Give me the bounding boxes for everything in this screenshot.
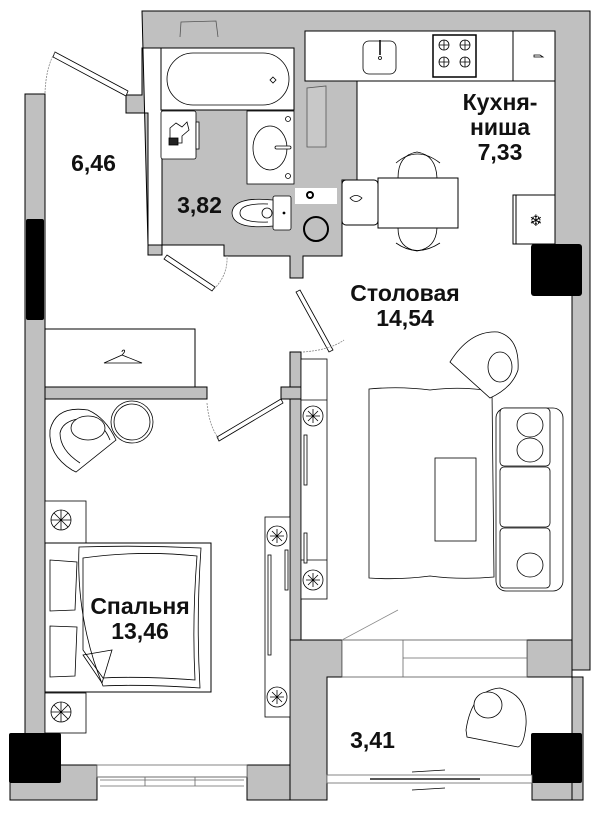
- wardrobe: [44, 328, 196, 388]
- bathtub-icon: [160, 47, 295, 111]
- kitchen-sink-icon: [362, 40, 397, 75]
- room-area: 14,54: [376, 304, 434, 331]
- columns: [9, 219, 582, 783]
- vent-icon: [179, 20, 327, 148]
- room-area: 3,82: [177, 192, 222, 218]
- stove-icon: [432, 34, 477, 78]
- room-area: 6,46: [71, 150, 116, 176]
- sliding-door-icon: [411, 769, 446, 791]
- room-label-balcony: 3,41: [335, 728, 410, 753]
- room-name: ниша: [470, 113, 530, 140]
- partition-kitchen: [356, 80, 555, 180]
- armchair-icon: [49, 408, 117, 473]
- armchair-icon: [465, 687, 527, 748]
- room-label-bathroom: 3,82: [162, 193, 237, 218]
- room-area: 7,33: [477, 138, 523, 165]
- refrigerator-icon: ❄: [512, 194, 556, 245]
- tv-unit: [264, 358, 328, 718]
- kitchen-counter: [304, 30, 556, 82]
- room-label-kitchen: Кухня- ниша 7,33: [440, 90, 560, 164]
- coffee-table-icon: [434, 457, 477, 542]
- hanger-icon: [103, 349, 143, 364]
- hood-icon: [533, 54, 545, 58]
- room-area: 3,41: [350, 727, 395, 753]
- room-name: Столовая: [350, 280, 460, 306]
- armchair-icon: [449, 331, 519, 399]
- room-label-dining: Столовая 14,54: [330, 281, 480, 331]
- dining-table-icon: [341, 151, 459, 252]
- room-name: Спальня: [90, 593, 190, 619]
- bed-icon: [44, 542, 212, 693]
- sofa-icon: [495, 407, 564, 592]
- plant-icon: [266, 405, 324, 708]
- plant-icon: [50, 509, 72, 723]
- windows: [96, 639, 533, 787]
- washing-machine-icon: [160, 110, 200, 160]
- room-name: Кухня-: [462, 89, 538, 115]
- toilet-icon: [231, 195, 292, 231]
- room-label-bedroom: Спальня 13,46: [80, 594, 200, 644]
- riser-pipes: [295, 188, 337, 242]
- round-table-icon: [110, 400, 154, 444]
- washbasin-icon: [246, 110, 295, 185]
- room-area: 13,46: [111, 617, 169, 644]
- doors: [44, 51, 399, 641]
- nightstand: [44, 500, 87, 734]
- svg-text:❄: ❄: [529, 211, 542, 230]
- room-label-hallway: 6,46: [56, 151, 131, 176]
